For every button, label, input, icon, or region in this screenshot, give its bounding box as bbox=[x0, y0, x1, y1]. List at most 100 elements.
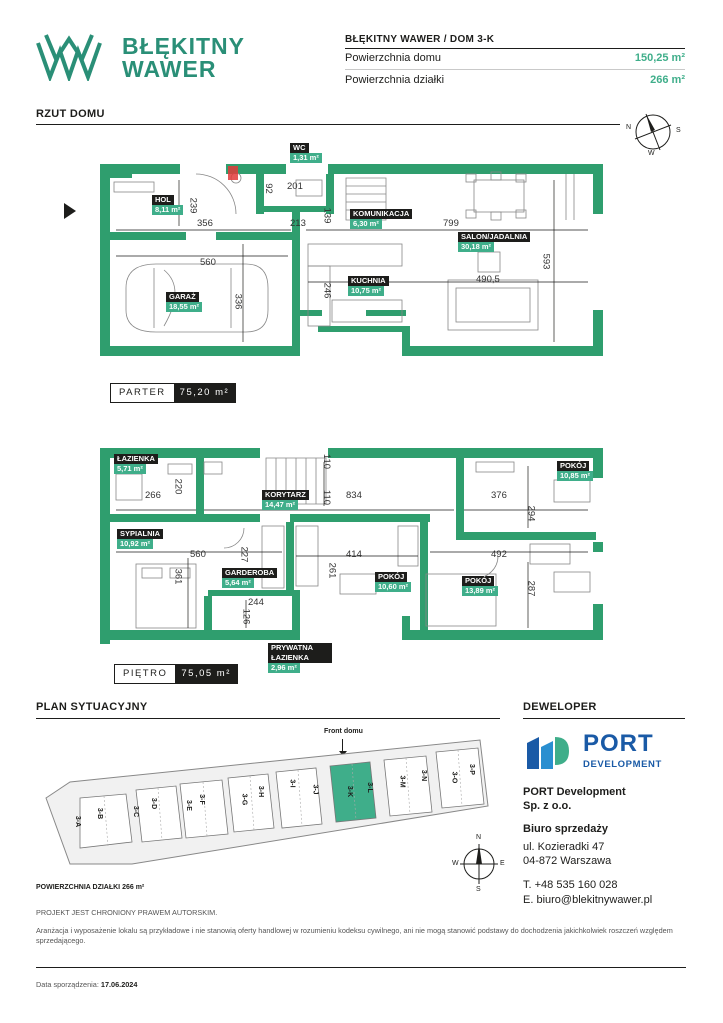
dim-label: 593 bbox=[540, 253, 552, 270]
port-logo-icon bbox=[525, 733, 571, 773]
lot-label: 3-D bbox=[150, 797, 158, 810]
room-label-garaz: GARAŻ 18,55 m² bbox=[166, 292, 203, 312]
dim-label: 126 bbox=[240, 608, 252, 625]
room-label-kuchnia: KUCHNIA 10,75 m² bbox=[348, 276, 389, 296]
room-label-pokoj-3: POKÓJ 13,89 m² bbox=[462, 576, 499, 596]
room-name: KOMUNIKACJA bbox=[350, 209, 413, 219]
room-name: PRYWATNA ŁAZIENKA bbox=[268, 643, 332, 663]
header-plot-area-label: Powierzchnia działki bbox=[345, 74, 445, 86]
header-rule-1 bbox=[345, 48, 685, 49]
dim-label: 287 bbox=[525, 580, 537, 597]
lot-label: 3-M bbox=[398, 775, 406, 788]
plot-area-note: POWIERZCHNIA DZIAŁKI 266 m² bbox=[36, 884, 144, 891]
room-label-komunikacja: KOMUNIKACJA 6,30 m² bbox=[350, 209, 413, 229]
office-label: Biuro sprzedaży bbox=[523, 823, 608, 835]
dim-label: 246 bbox=[321, 282, 333, 299]
room-name: GARDEROBA bbox=[222, 568, 278, 578]
room-label-pokoj-2: POKÓJ 10,60 m² bbox=[375, 572, 412, 592]
room-area: 13,89 m² bbox=[462, 586, 499, 596]
compass-n: N bbox=[626, 124, 632, 131]
site-compass-icon: N W E S bbox=[452, 834, 506, 894]
header-plot-area-value: 266 m² bbox=[650, 74, 685, 86]
room-area: 8,11 m² bbox=[152, 205, 184, 215]
compass-w: W bbox=[648, 150, 655, 157]
disclaimer-text: Aranżacja i wyposażenie lokalu są przykł… bbox=[36, 926, 673, 945]
floor-label-area: 75,20 m² bbox=[173, 384, 236, 402]
port-logo-line2: DEVELOPMENT bbox=[583, 759, 662, 770]
lot-label-highlight: 3-K bbox=[346, 785, 354, 798]
lot-label: 3-J bbox=[311, 784, 319, 795]
brand-name-line2: WAWER bbox=[122, 56, 217, 82]
lot-label: 3-E bbox=[184, 800, 192, 811]
lot-label: 3-A bbox=[74, 815, 82, 828]
floor-label-first: PIĘTRO 75,05 m² bbox=[114, 664, 238, 684]
room-area: 1,31 m² bbox=[290, 153, 322, 163]
dim-label: 261 bbox=[326, 562, 338, 579]
floor-label-name: PARTER bbox=[111, 384, 174, 402]
room-name: POKÓJ bbox=[462, 576, 495, 586]
room-name: SALON/JADALNIA bbox=[458, 232, 531, 242]
header-rule-2 bbox=[345, 69, 685, 70]
dim-label: 220 bbox=[172, 478, 184, 495]
floor-label-ground: PARTER 75,20 m² bbox=[110, 383, 237, 403]
dim-label: 492 bbox=[491, 549, 507, 560]
footer-rule bbox=[36, 967, 686, 968]
room-name: GARAŻ bbox=[166, 292, 199, 302]
header-house-area-value: 150,25 m² bbox=[634, 52, 685, 64]
room-name: KORYTARZ bbox=[262, 490, 309, 500]
room-label-prywatna-lazienka: PRYWATNA ŁAZIENKA 2,96 m² bbox=[268, 643, 332, 673]
dim-label: 414 bbox=[346, 549, 362, 560]
dim-label: 799 bbox=[443, 218, 459, 229]
lot-label: 3-N bbox=[420, 769, 428, 782]
room-name: ŁAZIENKA bbox=[114, 454, 158, 464]
lot-label: 3-L bbox=[365, 782, 373, 793]
first-floor-plan bbox=[100, 448, 603, 644]
room-label-wc: WC 1,31 m² bbox=[290, 143, 322, 163]
site-compass-s: S bbox=[476, 886, 481, 893]
section-rule-site bbox=[36, 718, 500, 719]
dim-label: 110 bbox=[321, 453, 333, 470]
dim-label: 376 bbox=[491, 490, 507, 501]
room-area: 30,18 m² bbox=[458, 242, 495, 252]
dim-label: 294 bbox=[525, 505, 537, 522]
lot-label: 3-B bbox=[96, 807, 104, 820]
section-rule-plan bbox=[36, 124, 620, 125]
compass-icon: N S W bbox=[624, 104, 682, 160]
room-area: 10,92 m² bbox=[117, 539, 154, 549]
lot-label: 3-I bbox=[288, 779, 296, 788]
room-label-sypialnia: SYPIALNIA 10,92 m² bbox=[117, 529, 164, 549]
dim-label: 139 bbox=[321, 207, 333, 224]
address-line2: 04-872 Warszawa bbox=[523, 855, 612, 867]
dim-label: 356 bbox=[197, 218, 213, 229]
phone-link[interactable]: T. +48 535 160 028 bbox=[523, 879, 618, 891]
room-label-lazienka: ŁAZIENKA 5,71 m² bbox=[114, 454, 158, 474]
section-title-plan: RZUT DOMU bbox=[36, 108, 105, 120]
dim-label: 213 bbox=[290, 218, 306, 229]
dim-label: 239 bbox=[187, 197, 199, 214]
lot-label: 3-G bbox=[240, 793, 248, 806]
plot-area-value: 266 m² bbox=[122, 884, 145, 891]
company-line2: Sp. z o.o. bbox=[523, 800, 572, 812]
dim-label: 92 bbox=[262, 183, 274, 194]
room-name: SYPIALNIA bbox=[117, 529, 164, 539]
address-line1: ul. Kozieradki 47 bbox=[523, 841, 605, 853]
copyright-note: PROJEKT JEST CHRONIONY PRAWEM AUTORSKIM. bbox=[36, 908, 218, 917]
email-link[interactable]: E. biuro@blekitnywawer.pl bbox=[523, 894, 653, 906]
room-area: 14,47 m² bbox=[262, 500, 299, 510]
room-name: HOL bbox=[152, 195, 174, 205]
dim-label: 490,5 bbox=[476, 274, 500, 285]
floor-label-area: 75,05 m² bbox=[175, 665, 237, 683]
date-label: Data sporządzenia: bbox=[36, 980, 99, 989]
brand-name-line1: BŁĘKITNY bbox=[122, 33, 245, 59]
lot-label: 3-C bbox=[132, 805, 140, 818]
dim-label: 560 bbox=[200, 257, 216, 268]
section-rule-developer bbox=[523, 718, 685, 719]
site-plan-map bbox=[45, 739, 489, 865]
dim-label: 834 bbox=[346, 490, 362, 501]
dim-label: 110 bbox=[321, 489, 333, 506]
lot-label: 3-F bbox=[197, 794, 205, 805]
dim-label: 560 bbox=[190, 549, 206, 560]
room-label-salon: SALON/JADALNIA 30,18 m² bbox=[458, 232, 531, 252]
room-area: 18,55 m² bbox=[166, 302, 203, 312]
room-label-garderoba: GARDEROBA 5,64 m² bbox=[222, 568, 278, 588]
